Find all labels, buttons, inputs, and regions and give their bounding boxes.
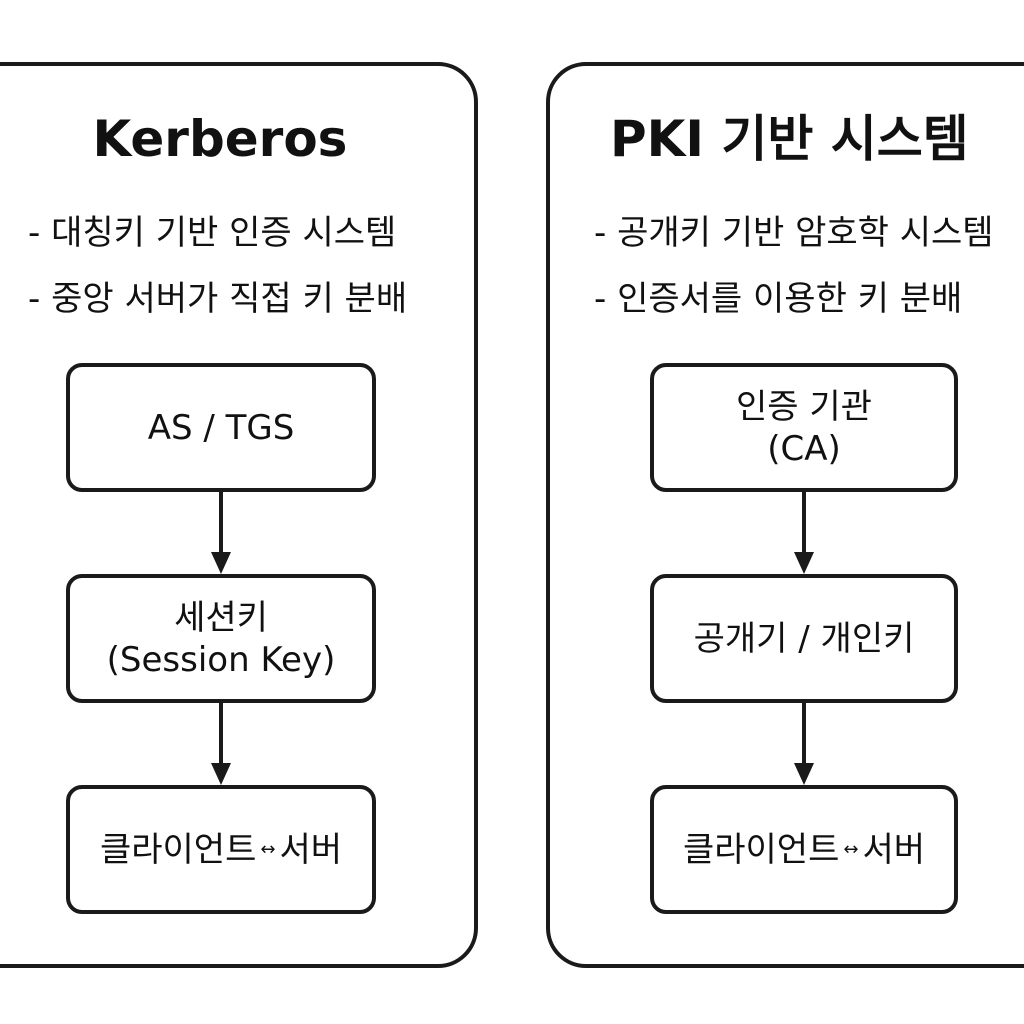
kerberos-session-key-box: 세션키 (Session Key) — [66, 574, 376, 703]
bidirectional-arrow-icon: ↔ — [260, 838, 276, 860]
kerberos-as-tgs-box: AS / TGS — [66, 363, 376, 492]
kerberos-server-label: 서버 — [279, 829, 343, 870]
kerberos-client-server-box: 클라이언트 ↔ 서버 — [66, 785, 376, 914]
kerberos-bullets: - 대칭키 기반 인증 시스템 - 중앙 서버가 직접 키 분배 — [28, 200, 407, 332]
pki-client-label: 클라이언트 — [682, 829, 840, 870]
pki-bullet-1: - 공개키 기반 암호학 시스템 — [594, 213, 994, 253]
pki-server-label: 서버 — [862, 829, 926, 870]
kerberos-session-key-sublabel: (Session Key) — [106, 639, 336, 680]
pki-ca-sublabel: (CA) — [767, 428, 841, 469]
pki-keypair-box: 공개기 / 개인키 — [650, 574, 958, 703]
bidirectional-arrow-icon: ↔ — [843, 838, 859, 860]
kerberos-bullet-2: - 중앙 서버가 직접 키 분배 — [28, 279, 408, 319]
pki-ca-box: 인증 기관 (CA) — [650, 363, 958, 492]
pki-client-server-row: 클라이언트 ↔ 서버 — [683, 829, 925, 871]
pki-title: PKI 기반 시스템 — [610, 110, 969, 168]
kerberos-bullet-1: - 대칭키 기반 인증 시스템 — [28, 213, 397, 253]
kerberos-client-server-row: 클라이언트 ↔ 서버 — [100, 829, 342, 871]
pki-bullet-2: - 인증서를 이용한 키 분배 — [594, 279, 963, 319]
kerberos-client-label: 클라이언트 — [99, 829, 257, 870]
kerberos-as-tgs-label: AS / TGS — [147, 407, 295, 448]
kerberos-session-key-label: 세션키 — [174, 597, 268, 638]
pki-keypair-label: 공개기 / 개인키 — [693, 618, 915, 659]
pki-client-server-box: 클라이언트 ↔ 서버 — [650, 785, 958, 914]
kerberos-title: Kerberos — [92, 110, 348, 168]
pki-ca-label: 인증 기관 — [736, 386, 872, 427]
pki-bullets: - 공개키 기반 암호학 시스템 - 인증서를 이용한 키 분배 — [594, 200, 994, 332]
